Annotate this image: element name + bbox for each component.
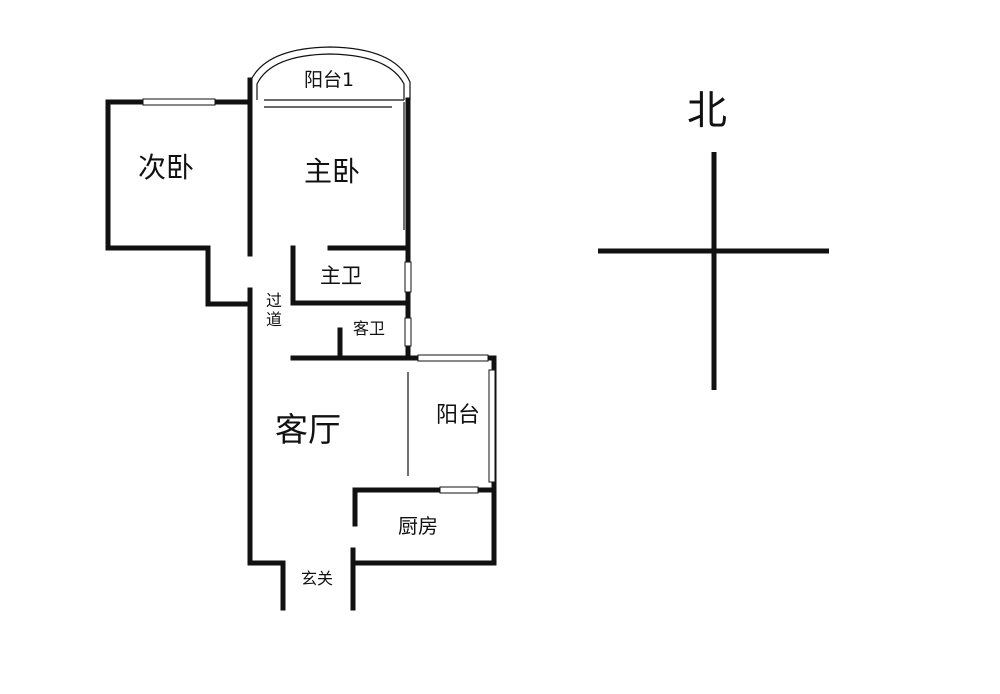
- label-entrance: 玄关: [301, 569, 333, 588]
- windows: [142, 98, 496, 494]
- bay-arc-outer: [249, 46, 411, 100]
- window-balcony-bottom: [439, 486, 479, 494]
- label-guest-bath: 客卫: [353, 319, 385, 338]
- label-corridor: 过 道: [266, 291, 287, 329]
- window-balcony-east: [488, 369, 496, 483]
- bay-arc-inner: [256, 53, 405, 100]
- window-guest-bath: [404, 317, 412, 347]
- room-labels: 阳台1 次卧 主卧 主卫 客卫 客厅 阳台 厨房 玄关 过 道: [138, 69, 480, 588]
- label-second-bedroom: 次卧: [138, 151, 194, 184]
- bay-balcony: [249, 46, 411, 230]
- label-master-bath: 主卫: [320, 264, 362, 288]
- label-balcony-1: 阳台1: [304, 69, 354, 91]
- window-second-bedroom: [142, 98, 216, 106]
- compass-north-label: 北: [687, 88, 727, 134]
- window-master-bath: [404, 261, 412, 293]
- label-living-room: 客厅: [275, 410, 341, 449]
- label-balcony: 阳台: [436, 403, 480, 428]
- north-compass: 北: [598, 88, 829, 390]
- window-balcony-top: [417, 354, 489, 362]
- label-master-bedroom: 主卧: [304, 155, 360, 188]
- label-kitchen: 厨房: [398, 514, 438, 538]
